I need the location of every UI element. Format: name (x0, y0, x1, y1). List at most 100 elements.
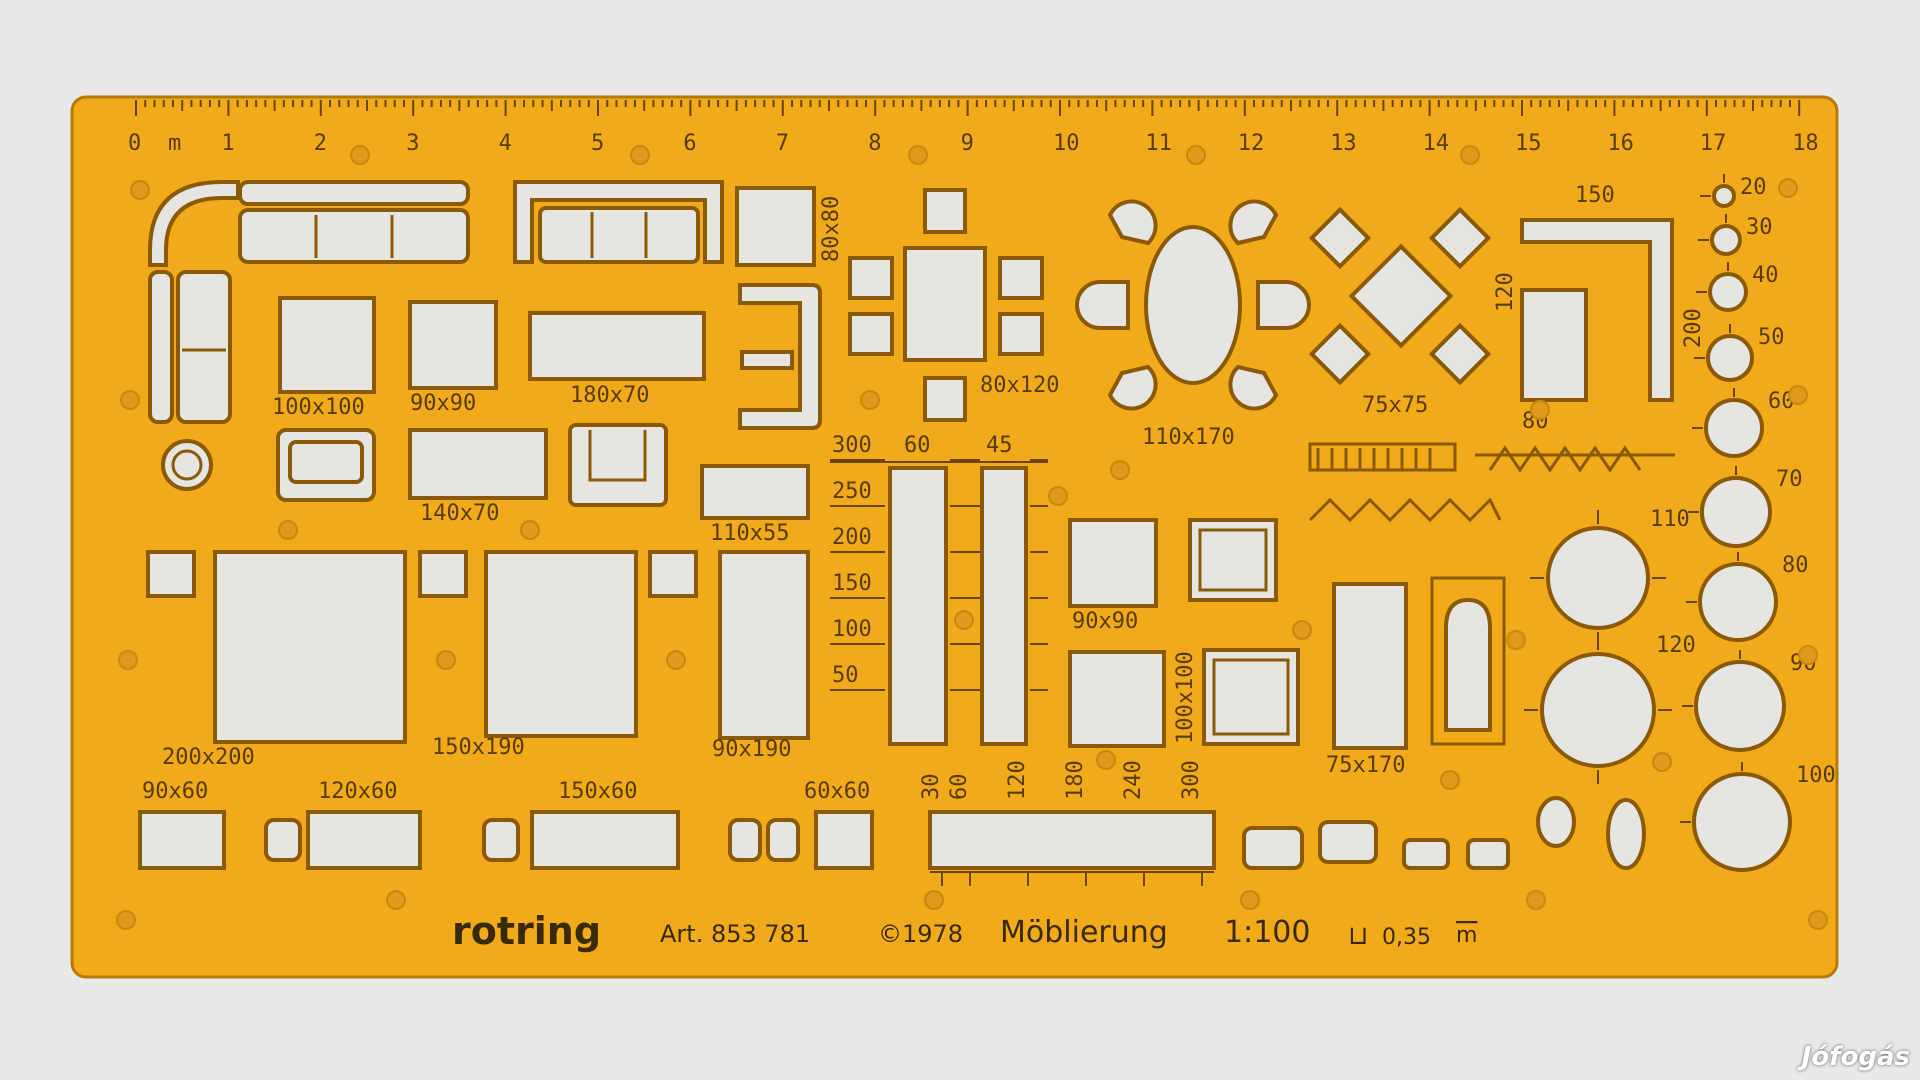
copyright: ©1978 (878, 920, 963, 948)
label-90x60: 90x60 (142, 779, 208, 804)
label-150x60: 150x60 (558, 779, 637, 804)
circle-cutout (1546, 526, 1650, 630)
square-80x80-cutout (735, 186, 816, 267)
circle-cutout (1694, 660, 1786, 752)
ruler-mark: 2 (314, 131, 327, 156)
rect-180x70-cutout (528, 311, 706, 381)
dining-table-cutout (903, 246, 987, 362)
ruler-mark: 17 (1700, 131, 1727, 156)
label-120x60: 120x60 (318, 779, 397, 804)
ruler-zero: 0 (128, 131, 141, 156)
wc-60x60-cutout (814, 810, 874, 870)
diamond-table-cutout (1348, 243, 1454, 349)
circle-cutout (1708, 272, 1748, 312)
label-110x55: 110x55 (710, 521, 789, 546)
label-150x190: 150x190 (432, 735, 525, 760)
scale-left-label: 150 (832, 571, 872, 596)
circle-cutout (1692, 772, 1792, 872)
pen-width: 0,35 (1382, 925, 1431, 950)
scale-left-label: 50 (832, 663, 859, 688)
ruler-mark: 8 (868, 131, 881, 156)
circle-right-label: 30 (1746, 215, 1773, 240)
scale-left-label: 100 (832, 617, 872, 642)
scale-top: 60 45 (904, 433, 1013, 458)
label-200x200: 200x200 (162, 745, 255, 770)
label-75x75: 75x75 (1362, 393, 1428, 418)
circle-cutout (1698, 562, 1778, 642)
scale-left-label: 300 (832, 433, 872, 458)
sofa-side-back (148, 270, 174, 424)
sofa-side-seats (176, 270, 232, 424)
unit-label: m (1456, 923, 1477, 948)
bottom-scale-label: 300 (1179, 760, 1204, 800)
ruler-mark: 12 (1238, 131, 1265, 156)
circle-right-label: 70 (1776, 467, 1803, 492)
pen-icon: ⊔ (1348, 921, 1368, 951)
ruler-mark: 6 (683, 131, 696, 156)
bed-150x190-cutout (484, 550, 638, 738)
circle-right-label: 80 (1782, 553, 1809, 578)
wc-150x60-cutout (530, 810, 680, 870)
ruler-mark: 16 (1607, 131, 1634, 156)
article-number: Art. 853 781 (660, 920, 810, 948)
label-110x170: 110x170 (1142, 425, 1235, 450)
label-l-200: 200 (1681, 308, 1706, 348)
label-100x100: 100x100 (272, 395, 365, 420)
circle-right-label: 20 (1740, 175, 1767, 200)
registration-dots (116, 145, 1828, 930)
ruler-mark: 7 (776, 131, 789, 156)
square-100x100-cutout (278, 296, 376, 394)
ruler-mark: 9 (961, 131, 974, 156)
rect-75x170-cutout (1332, 582, 1408, 750)
wc-90x60-cutout (138, 810, 226, 870)
bottom-scale-label: 60 (947, 774, 972, 801)
scale-left-label: 250 (832, 479, 872, 504)
label-75x170: 75x170 (1326, 753, 1405, 778)
circle-cutout (1710, 224, 1742, 256)
label-90x190: 90x190 (712, 737, 791, 762)
label-80x80: 80x80 (819, 196, 844, 262)
ruler-mark: 15 (1515, 131, 1542, 156)
bottom-scale-label: 30 (919, 774, 944, 801)
scale-top-label: 45 (986, 433, 1013, 458)
ruler-mark: 13 (1330, 131, 1357, 156)
scale-top-label: 60 (904, 433, 931, 458)
ruler-unit: m (168, 131, 181, 156)
watermark: Jófogás (1801, 1042, 1910, 1072)
circle-right-label: 50 (1758, 325, 1785, 350)
circle-cutout (1712, 184, 1736, 208)
stencil-title: Möblierung (1000, 915, 1168, 950)
circle-cutout (1700, 476, 1772, 548)
circle-cutout (1540, 652, 1656, 768)
ruler-ticks (135, 100, 1801, 116)
ruler-mark: 3 (406, 131, 419, 156)
label-180x70: 180x70 (570, 383, 649, 408)
bottom-scale-label: 180 (1063, 760, 1088, 800)
scale-ratio: 1:100 (1224, 915, 1310, 950)
circle-right-label: 100 (1796, 763, 1836, 788)
ruler-mark: 1 (221, 131, 234, 156)
label-l-150: 150 (1575, 183, 1615, 208)
bed-90x190-cutout (718, 550, 810, 740)
circle-cutout (1704, 398, 1764, 458)
label-100x100-b: 100x100 (1173, 651, 1198, 744)
armchair-cutout (738, 283, 822, 430)
rect-140x70-cutout (408, 428, 548, 500)
label-60x60: 60x60 (804, 779, 870, 804)
circle-cutout (1706, 334, 1754, 382)
ruler-mark: 5 (591, 131, 604, 156)
square-90x90-cutout (408, 300, 498, 390)
ruler-mark: 4 (499, 131, 512, 156)
sofa-seats-cutout (238, 208, 470, 264)
oval-table-cutout (1144, 225, 1242, 385)
l-shape-cutout (1520, 218, 1674, 402)
circle-right-label: 40 (1752, 263, 1779, 288)
circles-right: 2030405060708090100 (1680, 174, 1836, 872)
circle-left-label: 120 (1656, 633, 1696, 658)
wc-120x60-cutout (306, 810, 422, 870)
rotring-logo: rotring (452, 909, 601, 953)
label-90x90: 90x90 (410, 391, 476, 416)
corner-sofa-cutout (148, 180, 240, 267)
